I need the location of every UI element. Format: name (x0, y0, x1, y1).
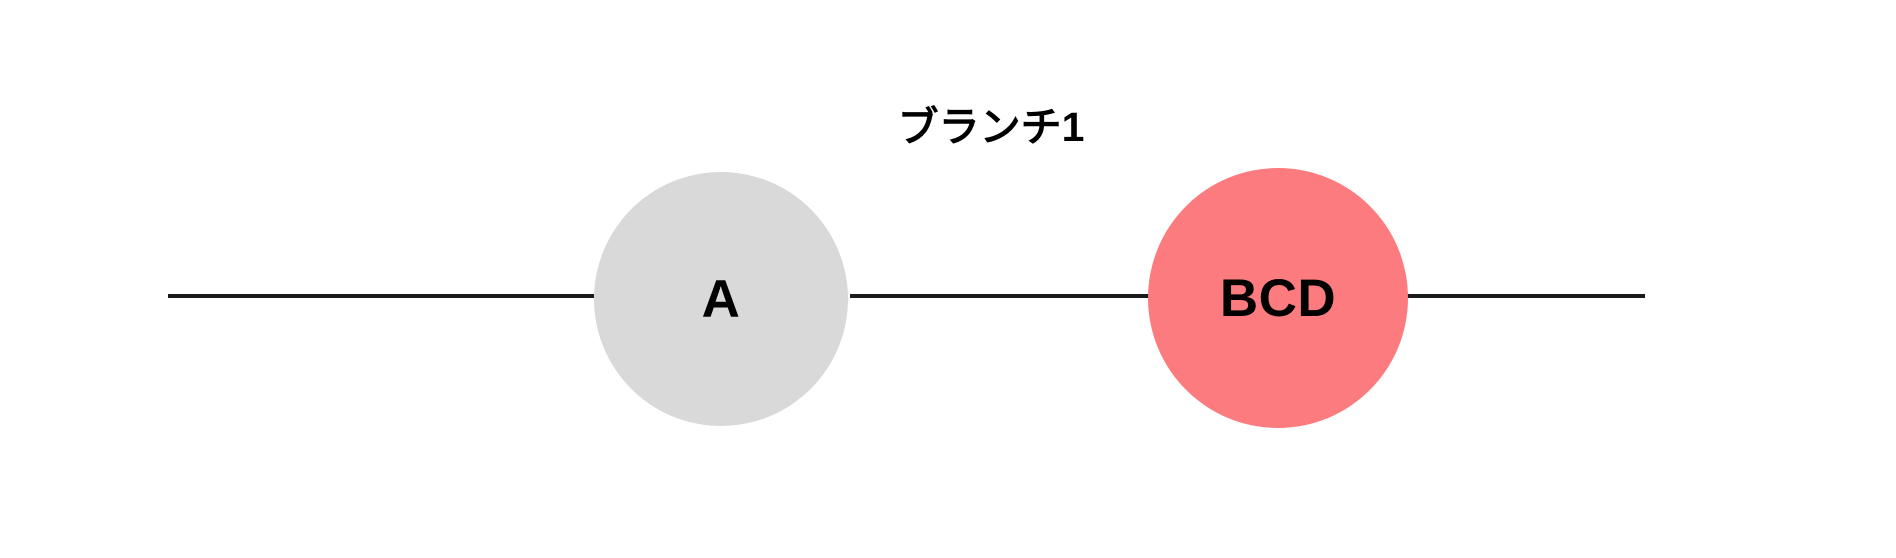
commit-node-bcd[interactable]: BCD (1148, 168, 1408, 428)
timeline-edge-left (168, 294, 594, 298)
timeline-edge-right (1406, 294, 1645, 298)
commit-node-bcd-label: BCD (1219, 268, 1337, 328)
commit-node-a-label: A (701, 269, 741, 329)
branch-label-1: ブランチ1 (897, 104, 1085, 150)
timeline-edge-middle (850, 294, 1150, 298)
commit-node-a[interactable]: A (594, 172, 848, 426)
